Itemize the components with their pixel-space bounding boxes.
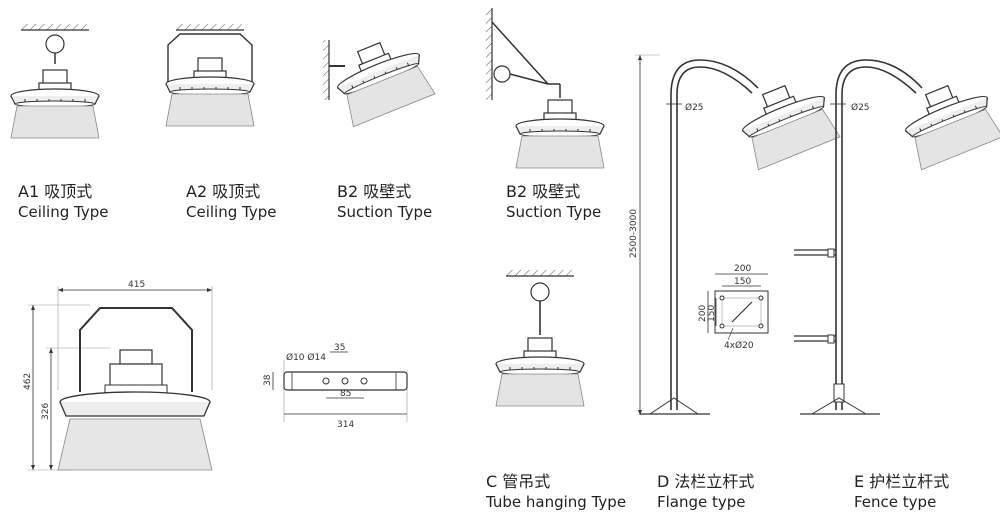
caption-b2-left: B2 吸壁式 Suction Type [337,182,432,222]
caption-b2-right: B2 吸壁式 Suction Type [506,182,601,222]
caption-b2-left-code: B2 [337,182,359,201]
dim-bracket-height: 38 [263,374,273,386]
caption-a2-code: A2 [186,182,208,201]
figure-e-fence-pole [794,59,1000,415]
caption-c: C 管吊式 Tube hanging Type [486,472,626,512]
caption-e-zh: 护栏立杆式 [869,472,950,491]
caption-b2-left-zh: 吸壁式 [363,182,412,201]
dim-bracket-length: 314 [337,420,354,430]
dim-height-total: 462 [23,373,33,390]
caption-c-code: C [486,472,498,491]
caption-d-code: D [657,472,670,491]
figure-d-flange-pole [635,54,841,415]
figure-b2-wall [323,30,436,128]
caption-d-en: Flange type [657,493,746,511]
figure-c-tube [495,269,585,407]
caption-b2-right-code: B2 [506,182,528,201]
caption-a1-zh: 吸顶式 [44,182,93,201]
dim-pole-diameter: Ø25 [685,102,704,113]
caption-a2-en: Ceiling Type [186,203,277,221]
dim-center: 85 [340,389,351,399]
dim-flange-inner: 150 [734,277,751,287]
figure-b2-arm [486,8,605,169]
caption-d: D 法栏立杆式 Flange type [657,472,754,512]
caption-a2-zh: 吸顶式 [212,182,261,201]
caption-c-zh: 管吊式 [502,472,551,491]
caption-e: E 护栏立杆式 Fence type [854,472,949,512]
figure-dimension-bracket [272,351,408,422]
dim-pole-height: 2500-3000 [629,209,639,258]
caption-a1: A1 吸顶式 Ceiling Type [18,182,108,222]
caption-b2-right-zh: 吸壁式 [532,182,581,201]
caption-b2-left-en: Suction Type [337,203,433,221]
dim-flange-holes: 4xØ20 [724,340,754,351]
caption-d-zh: 法栏立杆式 [674,472,755,491]
dim-holes: Ø10 Ø14 [286,352,326,363]
caption-b2-right-en: Suction Type [506,203,602,221]
dim-flange-inner-v: 150 [707,305,717,322]
figure-dimension-front [28,286,213,471]
caption-a2: A2 吸顶式 Ceiling Type [186,182,276,222]
caption-e-code: E [854,472,865,491]
dim-width: 415 [128,280,145,290]
caption-a1-code: A1 [18,182,40,201]
caption-c-en: Tube hanging Type [486,493,627,511]
caption-a1-en: Ceiling Type [18,203,109,221]
dim-flange-outer-v: 200 [698,305,708,322]
figure-a2-ceiling [165,23,255,127]
figure-a1-ceiling [10,23,100,139]
dim-height-body: 326 [41,403,51,420]
dim-pole-diameter-e: Ø25 [851,102,870,113]
dim-hole-pitch: 35 [334,343,345,353]
dim-flange-outer: 200 [734,264,751,274]
caption-e-en: Fence type [854,493,937,511]
